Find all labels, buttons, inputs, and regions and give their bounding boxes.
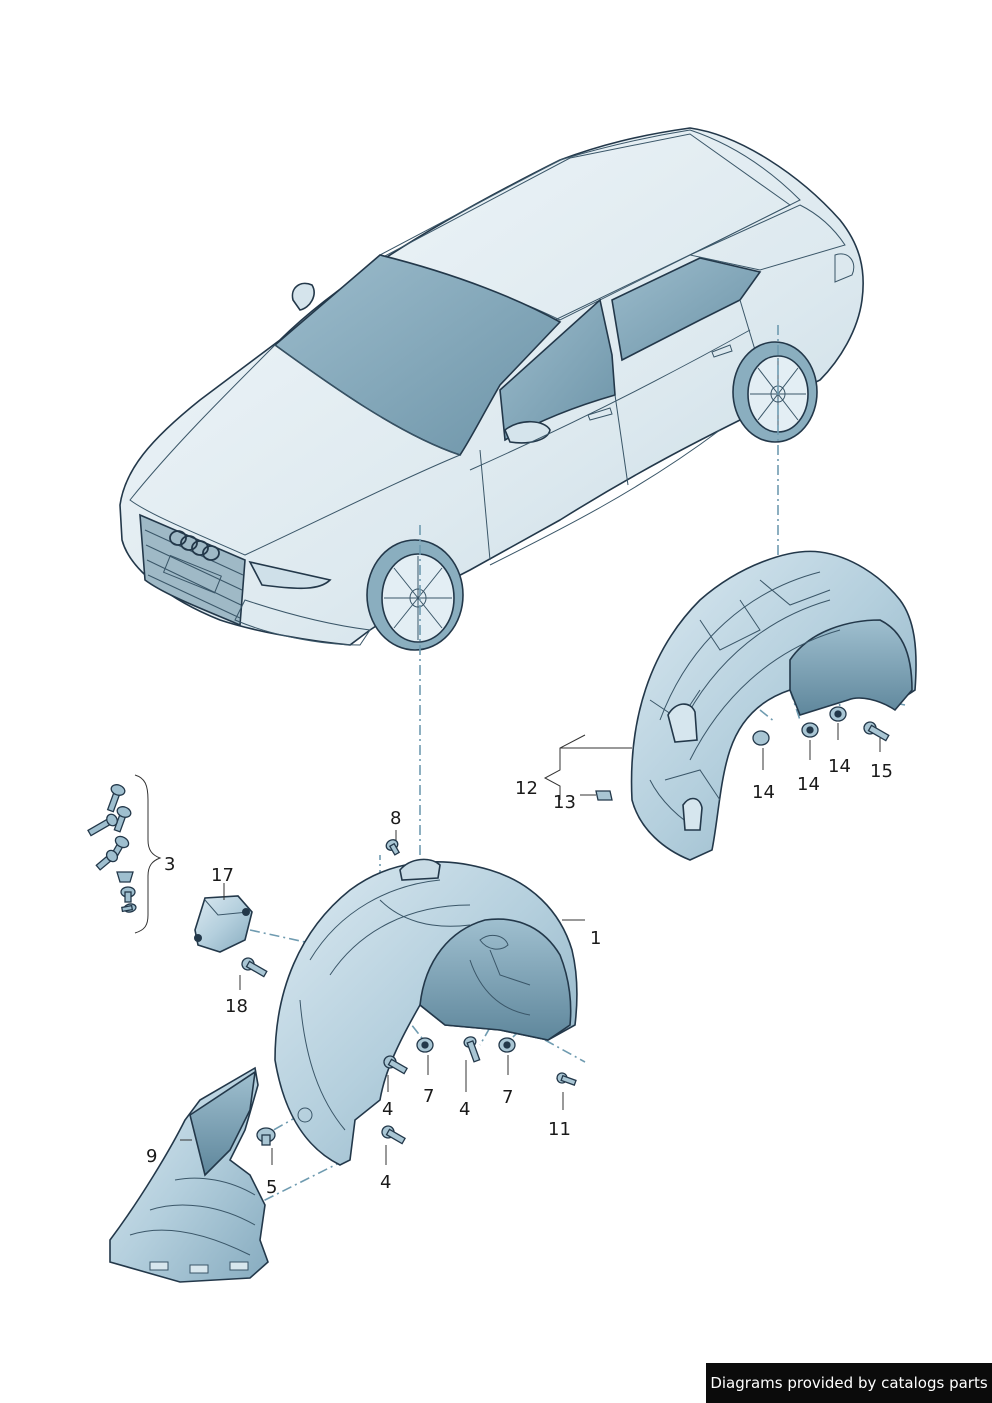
fasteners [241,706,890,1146]
rear-wheel [732,341,818,443]
front-splash-panel [109,1066,269,1283]
callout-11: 11 [548,1119,571,1140]
bracket-part-17 [194,895,253,953]
callout-5: 5 [266,1177,277,1198]
rear-wheel-housing-liner [630,550,917,861]
callout-8: 8 [390,808,401,829]
vehicle-illustration [119,127,864,651]
fastener-set-3 [87,784,137,913]
callout-4-c: 4 [380,1172,391,1193]
bracket-brace-3 [134,774,162,934]
front-wheel-housing-liner [274,858,578,1166]
catalog-credit-text: Diagrams provided by catalogs parts [710,1374,988,1392]
callout-17: 17 [211,865,234,886]
callout-14-c: 14 [828,756,851,777]
callout-13: 13 [553,792,576,813]
callout-12: 12 [515,778,538,799]
catalog-credit-banner: Diagrams provided by catalogs parts [706,1363,992,1403]
callout-7-a: 7 [423,1086,434,1107]
callout-9: 9 [146,1146,157,1167]
callout-labels: 1 3 4 4 4 5 7 7 8 9 11 12 13 14 14 14 15… [146,756,893,1198]
callout-4-b: 4 [459,1099,470,1120]
callout-14-b: 14 [797,774,820,795]
callout-7-b: 7 [502,1087,513,1108]
callout-14-a: 14 [752,782,775,803]
callout-18: 18 [225,996,248,1017]
front-wheel [366,539,464,651]
callout-1: 1 [590,928,601,949]
leader-lines [180,723,881,1165]
callout-3: 3 [164,854,175,875]
brand-rings [169,530,220,561]
callout-15: 15 [870,761,893,782]
callout-4-a: 4 [382,1099,393,1120]
